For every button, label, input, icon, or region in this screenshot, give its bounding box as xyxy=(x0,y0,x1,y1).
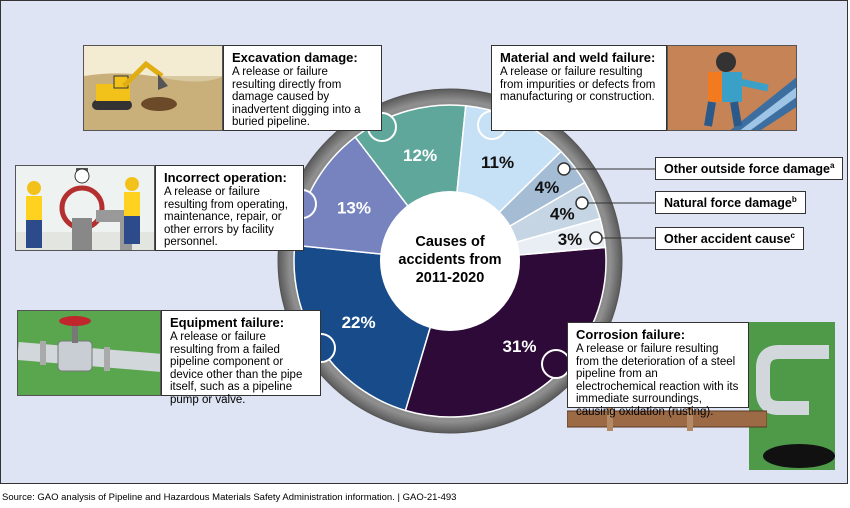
corroded-pipe-illustration xyxy=(749,322,835,470)
pipeline-valve-icon xyxy=(18,311,160,395)
equipment-title: Equipment failure: xyxy=(170,315,285,330)
incorrect-text: A release or failure resulting from oper… xyxy=(164,186,289,248)
tag-outside-note: a xyxy=(830,161,835,170)
tag-other-label: Other accident cause xyxy=(664,232,791,247)
tag-natural-note: b xyxy=(791,195,797,204)
center-label-line1: Causes of xyxy=(415,234,485,250)
corroded-pipe-icon xyxy=(749,322,835,470)
tag-natural-force: Natural force damageb xyxy=(655,191,806,215)
tag-outside-force: Other outside force damagea xyxy=(655,157,844,181)
pie-chart: 31% 22% 13% 12% 11% 4% 4% 3% xyxy=(277,88,623,434)
pie-label-other-outside-force-damage: 4% xyxy=(535,178,560,197)
welder-illustration xyxy=(667,45,797,131)
corrosion-text: A release or failure resulting from the … xyxy=(576,343,739,418)
material-box: Material and weld failure: A release or … xyxy=(491,45,667,131)
incorrect-title: Incorrect operation: xyxy=(164,170,287,185)
welder-icon xyxy=(668,46,796,130)
center-label: Causes of accidents from 2011-2020 xyxy=(390,233,510,287)
material-title: Material and weld failure: xyxy=(500,50,656,65)
corrosion-title: Corrosion failure: xyxy=(576,327,686,342)
equipment-text: A release or failure resulting from a fa… xyxy=(170,331,303,406)
corrosion-pipe-bar xyxy=(567,407,767,431)
excavation-box: Excavation damage: A release or failure … xyxy=(223,45,382,131)
center-label-line3: 2011-2020 xyxy=(415,270,485,286)
pie-label-material-and-weld-failure: 11% xyxy=(481,153,514,172)
callout-dot-natural xyxy=(575,196,589,210)
percent-labels: 31% 22% 13% 12% 11% 4% 4% 3% xyxy=(337,146,582,356)
valve-wheel-workers-icon xyxy=(16,168,154,250)
pie-label-equipment-failure: 22% xyxy=(342,313,376,332)
excavation-text: A release or failure resulting directly … xyxy=(232,66,361,128)
center-label-line2: accidents from xyxy=(398,252,502,268)
tag-natural-label: Natural force damage xyxy=(664,196,792,211)
excavator-illustration xyxy=(83,45,223,131)
pie-label-incorrect-operation: 13% xyxy=(337,198,371,217)
figure-frame: 31% 22% 13% 12% 11% 4% 4% 3% Causes of accident… xyxy=(0,0,848,484)
pie-label-corrosion-failure: 31% xyxy=(503,337,537,356)
pie-label-excavation-damage: 12% xyxy=(403,146,437,165)
pipeline-valve-illustration xyxy=(17,310,161,396)
workers-valve-illustration xyxy=(15,165,155,251)
callout-dot-corrosion xyxy=(541,349,571,379)
tag-outside-label: Other outside force damage xyxy=(664,162,831,177)
pie-label-other-accident-cause: 3% xyxy=(558,230,583,249)
source-note: Source: GAO analysis of Pipeline and Haz… xyxy=(2,492,457,503)
tag-other-note: c xyxy=(790,231,795,240)
excavator-icon xyxy=(84,46,222,130)
callout-dot-other xyxy=(589,231,603,245)
corrosion-box: Corrosion failure: A release or failure … xyxy=(567,322,749,418)
material-text: A release or failure resulting from impu… xyxy=(500,66,656,103)
excavation-title: Excavation damage: xyxy=(232,50,358,65)
incorrect-box: Incorrect operation: A release or failur… xyxy=(155,165,304,251)
equipment-box: Equipment failure: A release or failure … xyxy=(161,310,321,406)
pie-label-natural-force-damage: 4% xyxy=(550,204,575,223)
callout-dot-outside xyxy=(557,162,571,176)
center-hole xyxy=(380,191,520,331)
tag-other-cause: Other accident causec xyxy=(655,227,804,251)
